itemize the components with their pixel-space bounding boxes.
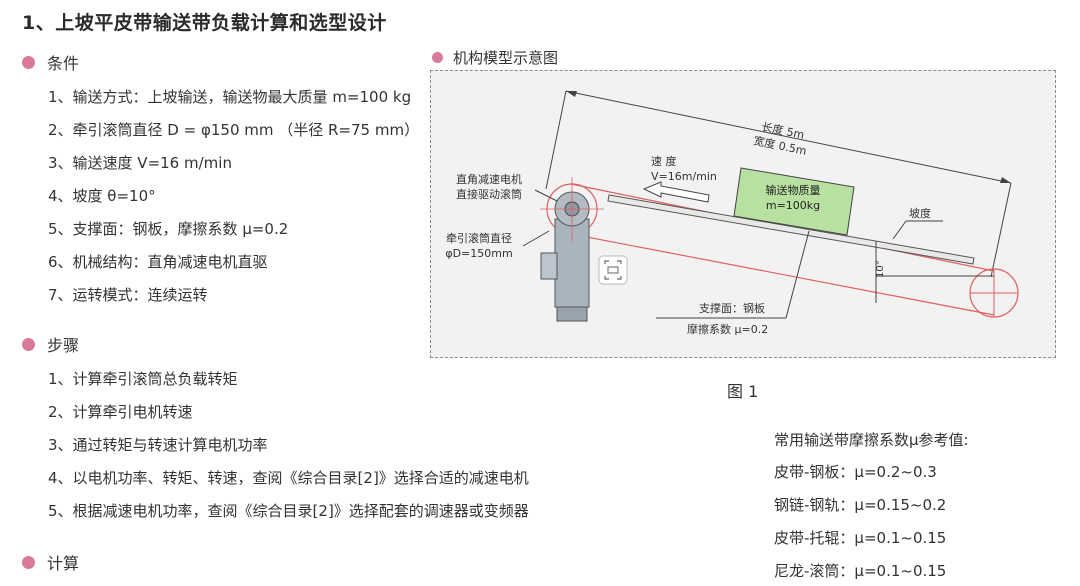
reference-item: 皮带-钢板：μ=0.2~0.3 (774, 463, 937, 481)
figure-caption: 图 1 (727, 382, 759, 401)
section-heading: 步骤 (47, 336, 80, 355)
section-conditions: 条件 (22, 50, 79, 74)
belt-bottom (570, 233, 995, 316)
condition-item: 3、输送速度 V=16 m/min (48, 154, 232, 172)
section-heading: 计算 (47, 554, 80, 573)
condition-item: 1、输送方式：上坡输送，输送物最大质量 m=100 kg (48, 88, 412, 106)
mass-title: 输送物质量 (766, 183, 821, 197)
step-item: 1、计算牵引滚筒总负载转矩 (48, 370, 238, 388)
angle-label: 10° (875, 260, 886, 278)
bullet-dot-icon (22, 555, 35, 569)
reference-title: 常用输送带摩擦系数μ参考值: (774, 431, 969, 449)
drum-label-1: 牵引滚筒直径 (446, 231, 512, 245)
drum-label-2: φD=150mm (445, 247, 512, 260)
condition-item: 5、支撑面：钢板，摩擦系数 μ=0.2 (48, 220, 289, 238)
condition-item: 4、坡度 θ=10° (48, 187, 156, 205)
condition-item: 7、运转模式：连续运转 (48, 286, 208, 304)
support-label-2: 摩擦系数 μ=0.2 (687, 322, 768, 336)
condition-item: 6、机械结构：直角减速电机直驱 (48, 253, 268, 271)
step-item: 5、根据减速电机功率，查阅《综合目录[2]》选择配套的调速器或变频器 (48, 502, 529, 520)
section-steps: 步骤 (22, 332, 79, 356)
page-title: 1、上坡平皮带输送带负载计算和选型设计 (22, 12, 387, 34)
step-item: 3、通过转矩与转速计算电机功率 (48, 436, 268, 454)
figure-box: 长度 5m 宽度 0.5m 输送物质量 m=100kg 速 度 V=16m/mi… (430, 70, 1056, 358)
mass-value: m=100kg (766, 199, 820, 212)
reference-item: 钢链-钢轨：μ=0.15~0.2 (774, 496, 947, 514)
motor-label-1: 直角减速电机 (456, 172, 522, 186)
speed-value: V=16m/min (651, 170, 717, 183)
slope-label: 坡度 (909, 206, 931, 220)
condition-item: 2、牵引滚筒直径 D = φ150 mm （半径 R=75 mm） (48, 121, 420, 139)
reference-item: 皮带-托辊：μ=0.1~0.15 (774, 529, 947, 547)
speed-title: 速 度 (651, 154, 677, 168)
support-plate (607, 194, 975, 265)
step-item: 2、计算牵引电机转速 (48, 403, 193, 421)
support-label-1: 支撑面：钢板 (699, 301, 765, 315)
section-heading: 条件 (47, 54, 80, 73)
step-item: 4、以电机功率、转矩、转速，查阅《综合目录[2]》选择合适的减速电机 (48, 469, 529, 487)
direction-arrow-icon (642, 181, 710, 203)
section-calc: 计算 (22, 550, 79, 574)
figure-heading: 机构模型示意图 (432, 47, 558, 68)
reference-item: 尼龙-滚筒：μ=0.1~0.15 (774, 562, 947, 580)
conveyor-diagram: 长度 5m 宽度 0.5m 输送物质量 m=100kg 速 度 V=16m/mi… (445, 90, 1019, 336)
bullet-dot-icon (22, 337, 35, 351)
motor-label-2: 直接驱动滚筒 (456, 187, 522, 201)
figure-heading-text: 机构模型示意图 (453, 49, 559, 67)
bullet-dot-icon (22, 55, 35, 69)
load-block (733, 167, 855, 236)
scan-icon[interactable] (598, 255, 628, 285)
bullet-dot-icon (432, 52, 443, 63)
